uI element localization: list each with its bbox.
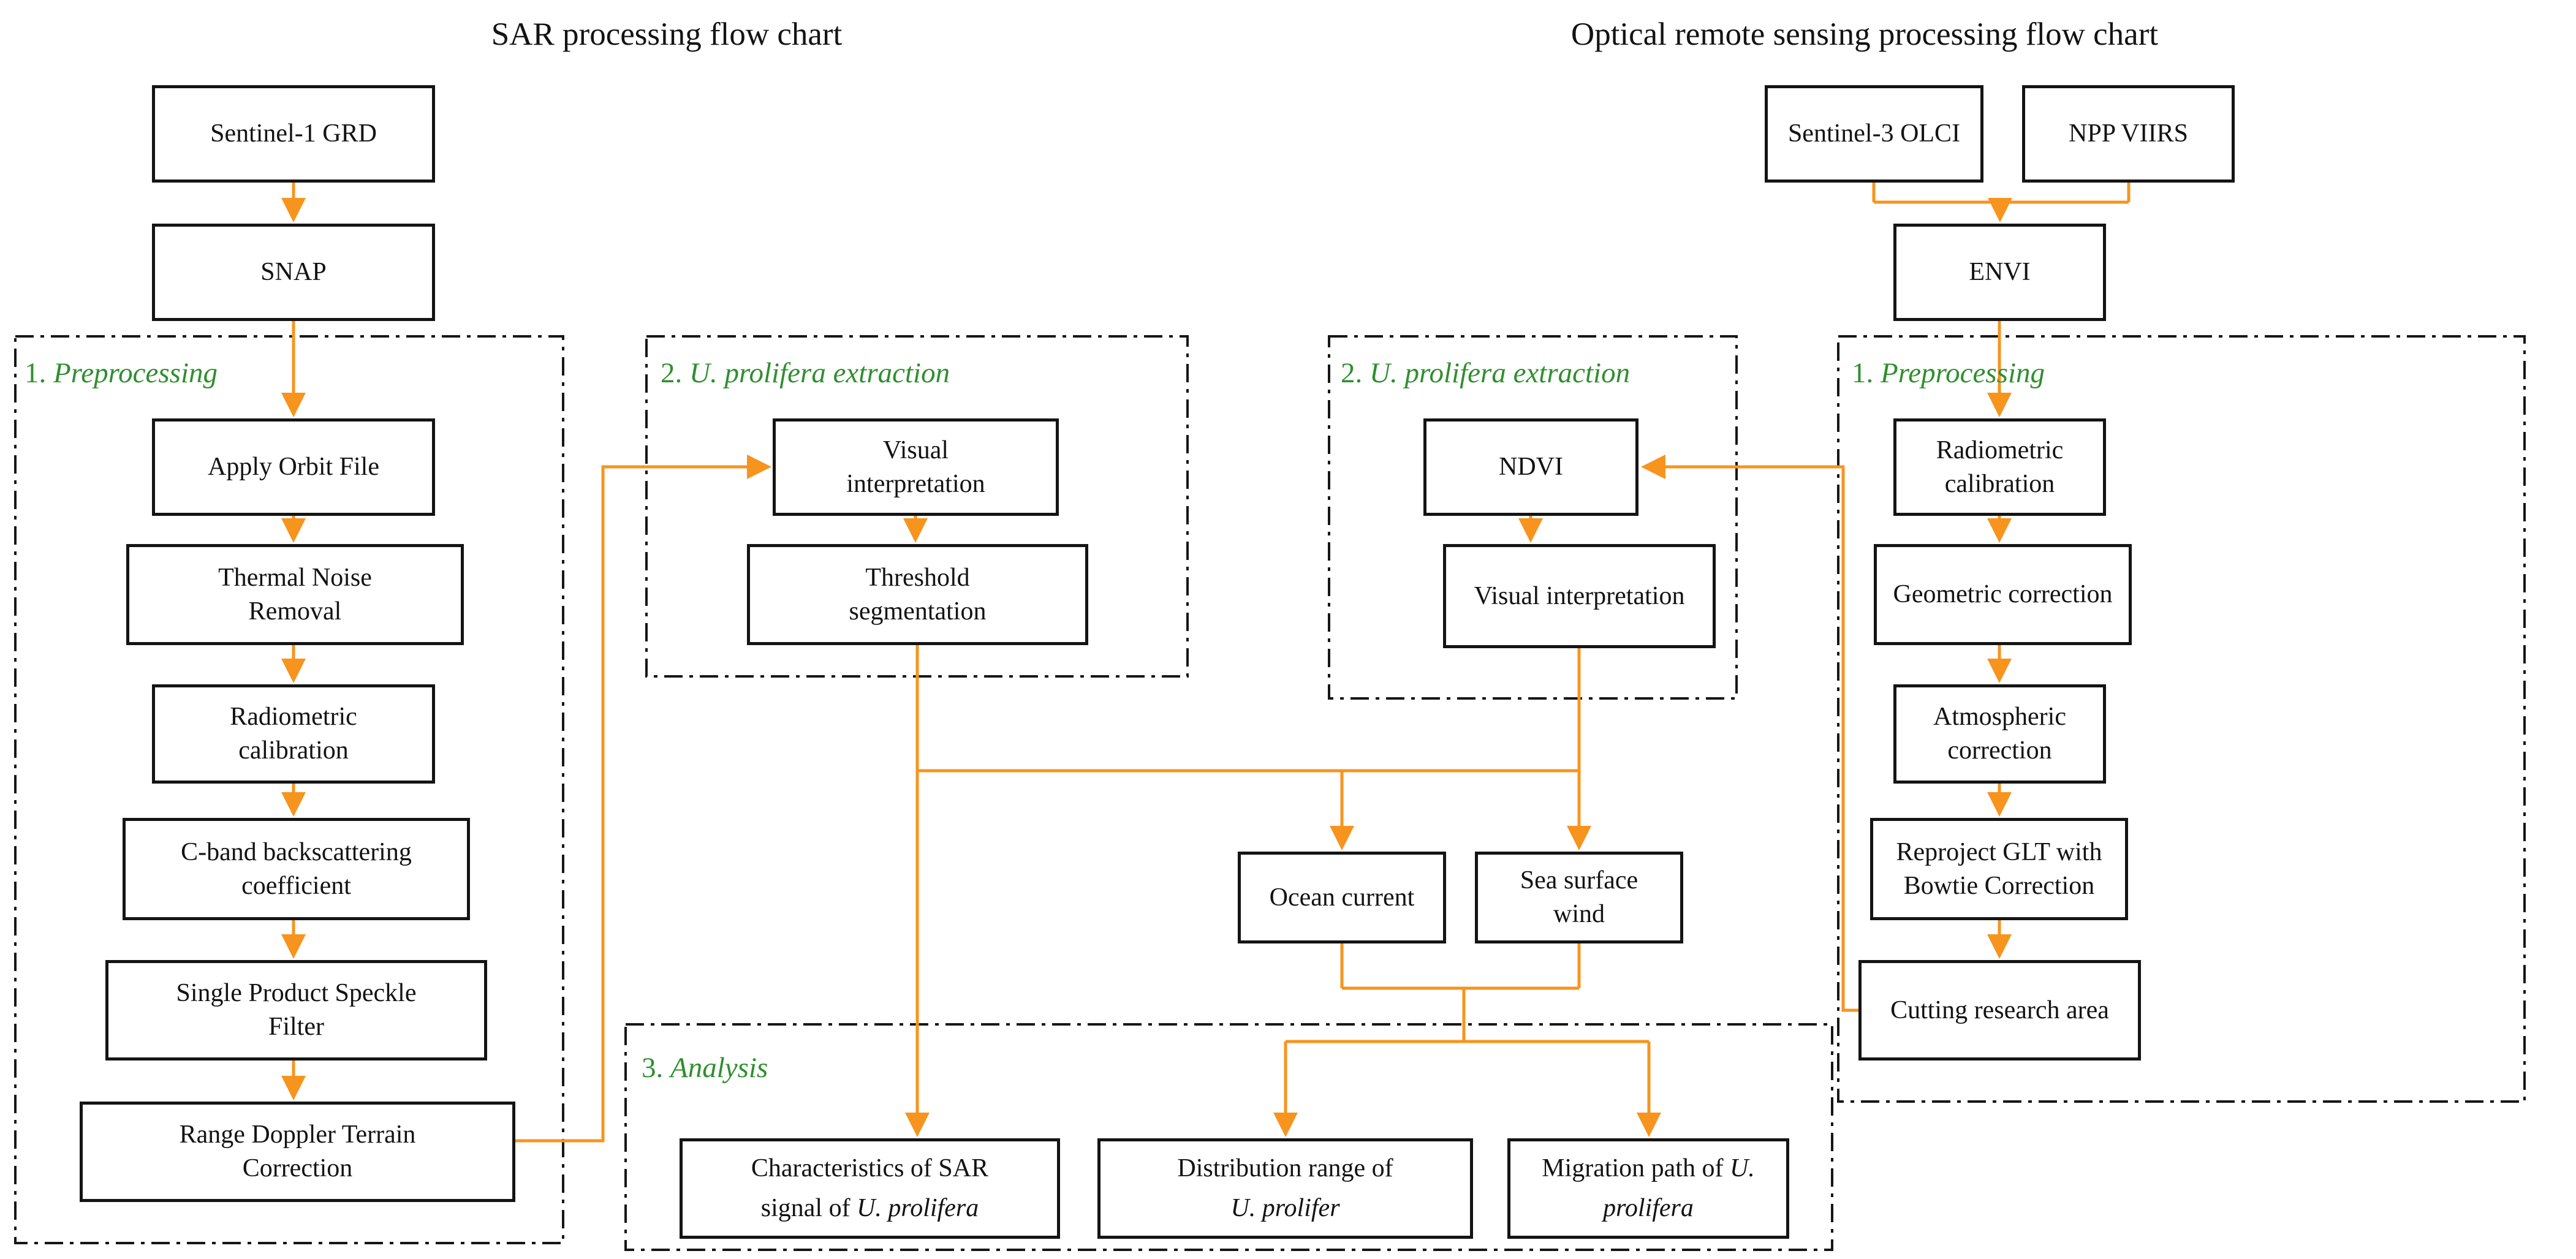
node-cband-backscattering: C-band backscattering coefficient — [123, 818, 470, 920]
section-analysis-frame — [626, 1024, 1832, 1250]
node-reproject-glt-bowtie: Reproject GLT with Bowtie Correction — [1870, 818, 2128, 920]
arrow-rangedoppler-to-visual-l — [515, 455, 771, 1141]
section-name: Preprocessing — [53, 357, 218, 389]
arrow-cutting-to-ndvi — [1641, 455, 1858, 1010]
node-distribution-range: Distribution range of U. prolifer — [1097, 1138, 1473, 1239]
node-line: Characteristics of SAR — [751, 1154, 989, 1182]
section-label-optical-extraction: 2. U. prolifera extraction — [1341, 357, 1630, 390]
section-label-sar-extraction: 2. U. prolifera extraction — [661, 357, 950, 390]
section-number: 1. — [1852, 357, 1874, 389]
node-sea-surface-wind: Sea surface wind — [1475, 852, 1683, 943]
node-radiometric-calibration-sar: Radiometric calibration — [152, 684, 435, 784]
node-line-italic: U. prolifera — [857, 1194, 979, 1223]
section-label-optical-preprocessing: 1. Preprocessing — [1852, 357, 2045, 390]
node-snap: SNAP — [152, 224, 435, 321]
section-number: 2. — [661, 357, 683, 389]
node-npp-viirs: NPP VIIRS — [2022, 85, 2235, 183]
node-thermal-noise-removal: Thermal Noise Removal — [126, 544, 464, 645]
node-cutting-research-area: Cutting research area — [1858, 960, 2141, 1061]
node-line: Distribution range of — [1177, 1154, 1393, 1182]
section-optical-extraction-frame — [1329, 336, 1737, 698]
node-visual-interpretation-optical: Visual interpretation — [1443, 544, 1716, 648]
node-atmospheric-correction: Atmospheric correction — [1893, 684, 2106, 784]
node-envi: ENVI — [1893, 224, 2106, 321]
section-optical-preprocessing-frame — [1838, 336, 2525, 1102]
node-migration-path: Migration path of U. prolifera — [1507, 1138, 1789, 1239]
section-name: Analysis — [670, 1052, 768, 1084]
section-number: 2. — [1341, 357, 1363, 389]
node-characteristics-sar-signal: Characteristics of SAR signal of U. prol… — [680, 1138, 1060, 1239]
section-number: 1. — [25, 357, 47, 389]
node-line: Migration path of U. — [1542, 1152, 1755, 1185]
node-line: signal of U. prolifera — [761, 1192, 979, 1225]
node-line-italic: U. — [1729, 1154, 1755, 1182]
node-speckle-filter: Single Product Speckle Filter — [105, 960, 487, 1061]
node-geometric-correction: Geometric correction — [1874, 544, 2132, 645]
node-sentinel1-grd: Sentinel-1 GRD — [152, 85, 435, 183]
title-optical: Optical remote sensing processing flow c… — [1570, 17, 2159, 52]
node-line-text: signal of — [760, 1194, 857, 1223]
section-label-sar-preprocessing: 1. Preprocessing — [25, 357, 218, 390]
node-sentinel3-olci: Sentinel-3 OLCI — [1765, 85, 1983, 183]
node-apply-orbit-file: Apply Orbit File — [152, 418, 435, 516]
node-ndvi: NDVI — [1423, 418, 1638, 516]
node-line-italic: prolifera — [1603, 1194, 1694, 1223]
section-number: 3. — [642, 1052, 664, 1084]
section-name: U. prolifera extraction — [1369, 357, 1631, 389]
node-threshold-segmentation: Threshold segmentation — [747, 544, 1088, 645]
node-radiometric-calibration-optical: Radiometric calibration — [1893, 418, 2106, 516]
node-visual-interpretation-sar: Visual interpretation — [773, 418, 1059, 516]
section-name: U. prolifera extraction — [689, 357, 950, 389]
title-sar: SAR processing flow chart — [491, 17, 843, 52]
section-label-analysis: 3. Analysis — [642, 1051, 768, 1084]
node-line-text: Migration path of — [1542, 1154, 1730, 1182]
node-line-italic: U. prolifer — [1230, 1194, 1340, 1223]
node-range-doppler-terrain-correction: Range Doppler Terrain Correction — [80, 1102, 515, 1202]
node-ocean-current: Ocean current — [1238, 852, 1446, 943]
section-name: Preprocessing — [1881, 357, 2045, 389]
section-sar-preprocessing-frame — [15, 336, 563, 1243]
